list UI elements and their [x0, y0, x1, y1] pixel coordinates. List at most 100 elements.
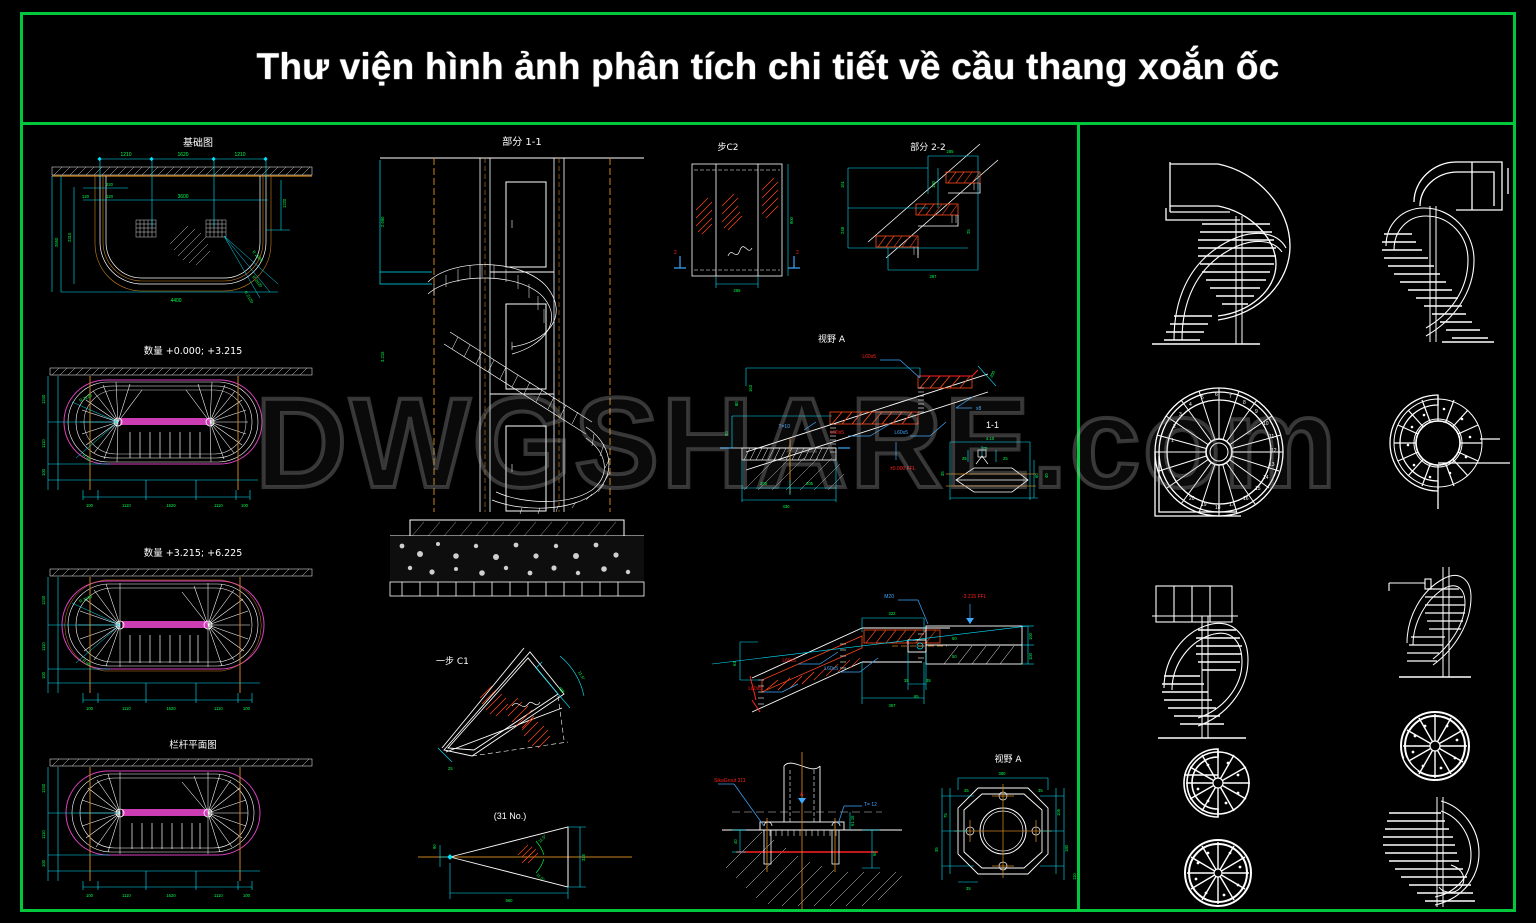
dim-rail-100b: 100: [86, 893, 94, 898]
label-t12: T= 12: [864, 802, 877, 808]
dim-p1-1240: 1240: [41, 394, 46, 404]
dim-vl-110: 110: [1072, 873, 1077, 880]
dim-bp-60: 60: [872, 851, 877, 856]
drawing-step-c1: 一步 C1: [412, 630, 642, 780]
dim-foundation-1220: 1220: [282, 198, 287, 208]
dim-p1-1110: 1110: [41, 439, 46, 448]
dim-br-63: 63: [732, 661, 737, 666]
dim-br-65: 65: [914, 694, 919, 699]
dim-vl-180: 180: [1064, 844, 1069, 852]
drawing-plan-level-2: 数量 +3.215; +6.225: [28, 543, 358, 738]
label-br-l60x5-a: L60x5: [782, 658, 796, 664]
sheet-title-bar: Thư viện hình ảnh phân tích chi tiết về …: [20, 12, 1516, 122]
dim-p1-1110b: 1110: [122, 503, 131, 508]
dim-sec-3215: 3.215: [380, 351, 385, 362]
label-br-ffl: -3.215 FFL: [962, 594, 987, 600]
gallery-spiral-stair-plan-three-quarter: [1180, 745, 1260, 825]
drawing-plan-level-1: 数量 +0.000; +3.215: [28, 340, 358, 540]
dim-c1-25: 25: [448, 766, 453, 771]
label-br-l60x5-c: L60x5: [748, 686, 762, 692]
dim-vl-35c: 35: [966, 886, 971, 891]
tread-number-17: 17: [1229, 502, 1235, 508]
view-a-upper-title: 视野 A: [818, 333, 846, 345]
tread-number-4: 4: [1189, 402, 1192, 408]
drawing-view-a-lower: 视野 A: [930, 748, 1080, 913]
tread-number-8: 8: [1243, 400, 1246, 406]
gallery-spiral-stair-elevation-right: [1370, 150, 1520, 350]
dim-foundation-1620: 1620: [177, 152, 188, 158]
dim-rail-1110b: 1110: [122, 893, 131, 898]
dim-22-100: 100: [931, 180, 936, 188]
drawing-view-a-upper: 视野 A: [720, 330, 1076, 520]
dim-p1-100: 100: [41, 468, 46, 476]
dim-vl-35b: 35: [1038, 788, 1043, 793]
dim-p2-1110: 1110: [41, 642, 46, 651]
dim-c2-900: 900: [789, 216, 794, 224]
tread-number-16: 16: [1243, 496, 1249, 502]
tread-number-20: 20: [1189, 496, 1195, 502]
gallery-spiral-stair-plan-full-circle: [1397, 708, 1475, 786]
dim-rail-100c: 100: [243, 893, 251, 898]
tread-number-15: 15: [1255, 486, 1261, 492]
step-c1-title: 一步 C1: [436, 656, 469, 667]
dim-foundation-r2820: R 2820: [251, 275, 264, 289]
dim-p2-1110c: 1110: [214, 706, 223, 711]
dim-22-285: 285: [947, 149, 955, 154]
label-br-m20: M20: [884, 594, 894, 600]
dim-br-100a: 100: [1028, 632, 1033, 640]
gallery-spiral-stair-elevation-left: [1140, 150, 1320, 350]
dim-p1-100b: 100: [86, 503, 94, 508]
tread-number-11: 11: [1269, 434, 1274, 440]
dim-vl-105: 105: [1056, 808, 1061, 816]
gallery-spiral-stair-iso-treads: [1375, 795, 1495, 910]
dim-sub-35: 35: [940, 471, 945, 476]
tread-number-1: 1: [1171, 438, 1174, 444]
drawing-base-plate-section: SikaGrout 311 A T= 12 40 60 61.15: [712, 748, 912, 913]
gallery-spiral-stair-plan-small-circle: [1180, 835, 1258, 913]
dim-foundation-1210a: 1210: [120, 152, 131, 158]
dim-va-205a: 205: [760, 481, 768, 486]
gallery-spiral-stair-plan-numbered: 1 2 3 4 5 6 7 8 9 10 11 12 13 14 15 16 1…: [1145, 378, 1305, 543]
title-divider: [20, 122, 1516, 125]
tread-number-2: 2: [1173, 424, 1176, 430]
dim-22-25: 25: [966, 229, 971, 234]
dim-foundation-120a: 120: [82, 194, 90, 199]
section-mark-2-right: 2: [796, 250, 799, 256]
dim-sub-25b: 25: [1003, 456, 1008, 461]
dim-vl-35a: 35: [964, 788, 969, 793]
label-x8: x8: [976, 406, 982, 412]
dim-br-367: 367: [889, 703, 897, 708]
tread-detail-title: (31 No.): [494, 811, 527, 821]
view-a-lower-title: 视野 A: [994, 753, 1022, 765]
dim-bp-6115: 61.15: [850, 815, 855, 826]
dim-br-35b: 35: [926, 678, 931, 683]
dim-p1-r90: R 90: [81, 453, 92, 463]
dim-p2-100c: 100: [243, 706, 251, 711]
dim-br-100b: 100: [1028, 652, 1033, 660]
dim-va-90: 90: [724, 431, 729, 436]
dim-p1-r2120: R 2120: [78, 393, 93, 403]
tread-number-10: 10: [1263, 421, 1269, 427]
dim-rail-1110c: 1110: [214, 893, 223, 898]
dim-foundation-3600: 3600: [177, 194, 188, 200]
tread-number-7: 7: [1229, 394, 1232, 400]
drawing-tread-detail: (31 No.) 11.5° 11.5°: [418, 805, 638, 910]
section-mark-2-left: 2: [674, 250, 677, 256]
gallery-spiral-stair-elevation-tall: [1385, 565, 1480, 695]
label-l60x5-a: L60x5: [830, 430, 844, 436]
dim-rail-1240: 1240: [41, 783, 46, 793]
dim-p2-1240: 1240: [41, 595, 46, 605]
tread-number-18: 18: [1215, 505, 1221, 511]
dim-tread-325: 325: [581, 853, 586, 861]
dim-22-287: 287: [930, 274, 938, 279]
drawing-bracket-detail: 322 367 63 35 35 65 100 100 50 50 L60x5 …: [711, 580, 1062, 740]
dim-rail-1620: 1620: [166, 893, 176, 898]
dim-p1-1110c: 1110: [214, 503, 223, 508]
plan-level-1-title: 数量 +0.000; +3.215: [144, 345, 243, 357]
section-2-2-title: 部分 2-2: [910, 141, 946, 153]
dim-va-430: 430: [783, 504, 791, 509]
dim-foundation-4400: 4400: [170, 298, 181, 304]
dim-sub-70: 70: [983, 446, 988, 451]
dim-va-163: 163: [748, 384, 753, 392]
